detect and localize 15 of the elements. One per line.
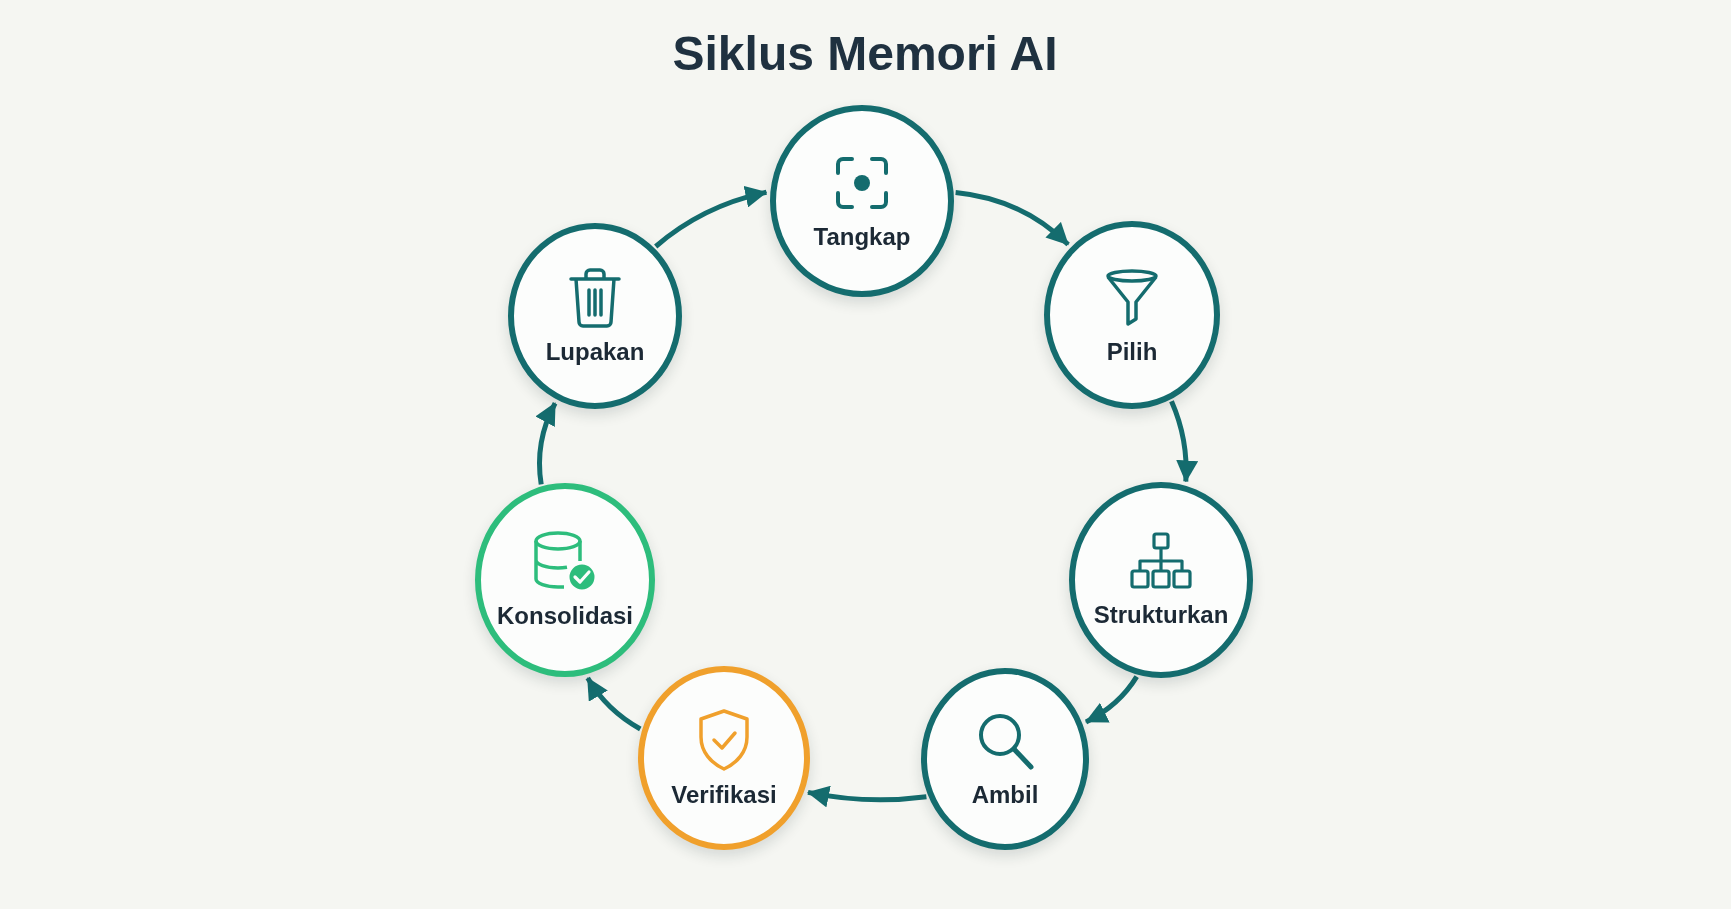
step-label: Konsolidasi bbox=[497, 602, 633, 630]
arrow bbox=[807, 785, 927, 808]
step-label: Verifikasi bbox=[671, 781, 777, 809]
arrow bbox=[1169, 400, 1198, 483]
title: Siklus Memori AI bbox=[672, 26, 1058, 82]
arrow bbox=[654, 186, 768, 249]
arrow bbox=[1084, 675, 1139, 725]
arrow bbox=[535, 402, 558, 485]
step-label: Strukturkan bbox=[1093, 601, 1229, 629]
step-label: Pilih bbox=[1106, 338, 1158, 366]
arrow bbox=[955, 190, 1070, 247]
step-label: Lupakan bbox=[545, 338, 645, 366]
arrow bbox=[585, 676, 642, 732]
step-label: Tangkap bbox=[813, 223, 911, 251]
step-label: Ambil bbox=[971, 781, 1039, 809]
